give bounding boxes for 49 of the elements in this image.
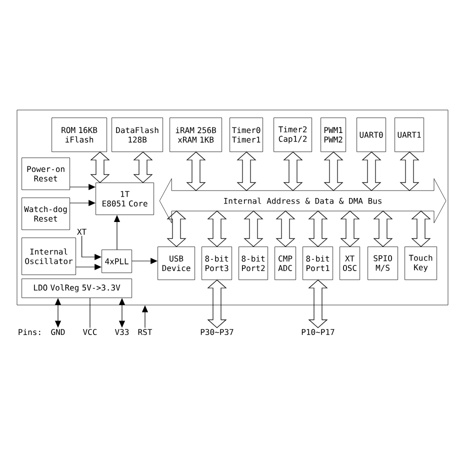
module-box: Internal Oscillator — [22, 238, 76, 275]
pin-label: RST — [138, 328, 152, 336]
block-arrow — [411, 210, 431, 247]
block-arrow — [362, 152, 382, 191]
module-box: ROM 16KB iFlash — [52, 118, 107, 152]
block-arrow — [166, 210, 186, 247]
signal-label: XT — [77, 228, 86, 235]
block-arrow — [308, 210, 328, 247]
block-arrow — [283, 152, 303, 191]
module-box: SPIO M/S — [368, 246, 398, 280]
regulator-box: LDO VolReg 5V->3.3V — [22, 278, 132, 298]
block-arrow — [244, 210, 264, 247]
cpu-core-box: 1T E8051 Core — [96, 182, 154, 215]
pin-label: GND — [51, 328, 65, 336]
block-arrow — [133, 152, 153, 183]
chip-outline — [16, 110, 448, 306]
module-box: USB Device — [158, 246, 195, 280]
module-box: DataFlash 128B — [112, 118, 163, 152]
module-box: 8-bit Port2 — [238, 246, 268, 280]
block-arrow — [400, 152, 420, 191]
pin-label: V33 — [115, 328, 129, 336]
pin-label: P30~P37 — [200, 328, 234, 336]
text-label: Pins: — [18, 328, 40, 336]
module-box: UART1 — [394, 118, 424, 152]
module-box: 4xPLL — [102, 250, 132, 273]
module-box: XT OSC — [340, 246, 360, 280]
block-arrow — [207, 280, 227, 328]
module-box: 8-bit Port1 — [302, 246, 333, 280]
block-arrow — [308, 280, 328, 328]
module-box: Power-on Reset — [22, 158, 70, 190]
module-box: iRAM 256B xRAM 1KB — [170, 118, 222, 152]
module-box: PWM1 PWM2 — [320, 118, 346, 152]
module-box: Timer0 Timer1 — [230, 118, 263, 152]
pin-label: P10~P17 — [302, 328, 334, 336]
block-arrow — [186, 152, 206, 191]
module-box: CMP ADC — [274, 246, 296, 280]
module-box: Watch-dog Reset — [22, 198, 70, 230]
block-arrow — [90, 152, 110, 183]
block-arrow — [236, 152, 256, 191]
block-arrow — [340, 210, 360, 247]
block-arrow — [373, 210, 393, 247]
pin-label: VCC — [83, 328, 97, 336]
module-box: UART0 — [356, 118, 386, 152]
module-box: Touch Key — [404, 246, 437, 280]
block-arrow — [207, 210, 227, 247]
module-box: 8-bit Port3 — [202, 246, 232, 280]
block-arrow — [324, 152, 344, 191]
block-arrow — [276, 210, 296, 247]
module-box: Timer2 Cap1/2 — [274, 118, 312, 152]
